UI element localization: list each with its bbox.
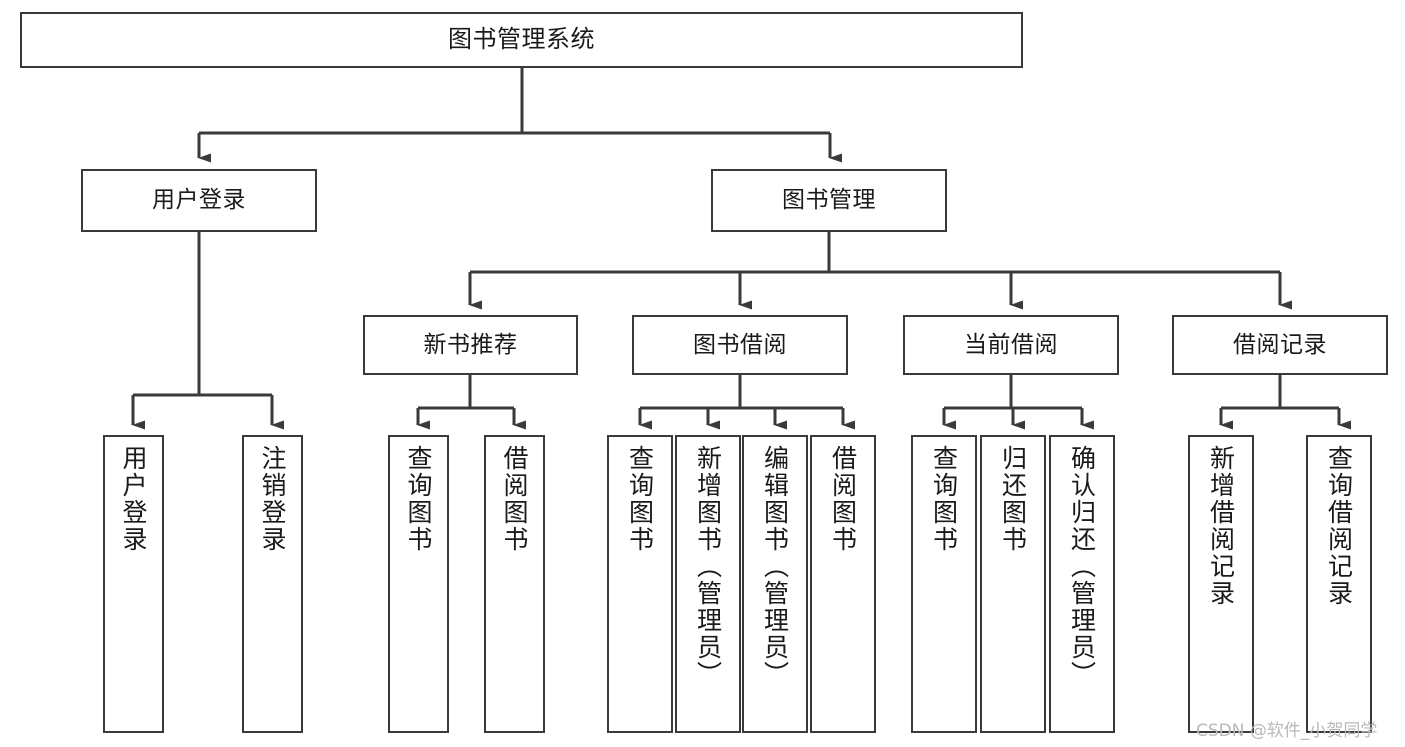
node-leaf-add-record-label: 新增借阅记录 xyxy=(1206,445,1236,607)
node-leaf-user-logout[interactable]: 注销登录 xyxy=(242,435,303,733)
node-leaf-confirm-return[interactable]: 确认归还（管理员） xyxy=(1049,435,1115,733)
node-leaf-return-book[interactable]: 归还图书 xyxy=(980,435,1046,733)
node-leaf-user-login-label: 用户登录 xyxy=(119,445,148,553)
node-leaf-add-book-label: 新增图书（管理员） xyxy=(693,445,723,688)
node-root[interactable]: 图书管理系统 xyxy=(20,12,1023,68)
node-borrow-record[interactable]: 借阅记录 xyxy=(1172,315,1388,375)
node-leaf-query-book-2[interactable]: 查询图书 xyxy=(607,435,673,733)
node-leaf-edit-book-label: 编辑图书（管理员） xyxy=(760,445,790,688)
node-leaf-borrow-book-1[interactable]: 借阅图书 xyxy=(484,435,545,733)
node-leaf-user-login[interactable]: 用户登录 xyxy=(103,435,164,733)
node-new-book-recommend-label: 新书推荐 xyxy=(423,331,518,358)
node-new-book-recommend[interactable]: 新书推荐 xyxy=(363,315,578,375)
csdn-watermark: CSDN @软件_小贺同学 xyxy=(1196,721,1378,741)
node-leaf-query-record[interactable]: 查询借阅记录 xyxy=(1306,435,1372,733)
node-book-borrow-label: 图书借阅 xyxy=(693,331,787,358)
node-leaf-confirm-return-label: 确认归还（管理员） xyxy=(1067,445,1097,688)
node-leaf-query-book-1-label: 查询图书 xyxy=(404,445,433,553)
node-leaf-add-book[interactable]: 新增图书（管理员） xyxy=(675,435,741,733)
node-root-label: 图书管理系统 xyxy=(448,25,595,54)
node-leaf-borrow-book-2-label: 借阅图书 xyxy=(828,445,858,553)
node-borrow-record-label: 借阅记录 xyxy=(1233,331,1327,358)
node-leaf-borrow-book-1-label: 借阅图书 xyxy=(500,445,529,553)
node-leaf-user-logout-label: 注销登录 xyxy=(258,445,287,553)
node-book-borrow[interactable]: 图书借阅 xyxy=(632,315,848,375)
node-current-borrow-label: 当前借阅 xyxy=(964,331,1058,358)
node-leaf-add-record[interactable]: 新增借阅记录 xyxy=(1188,435,1254,733)
node-leaf-borrow-book-2[interactable]: 借阅图书 xyxy=(810,435,876,733)
node-user-login-label: 用户登录 xyxy=(152,187,246,214)
node-leaf-return-book-label: 归还图书 xyxy=(998,445,1028,553)
node-book-manage-label: 图书管理 xyxy=(782,187,876,214)
node-leaf-query-book-3-label: 查询图书 xyxy=(929,445,959,553)
node-user-login[interactable]: 用户登录 xyxy=(81,169,317,232)
node-leaf-query-book-2-label: 查询图书 xyxy=(625,445,655,553)
node-leaf-edit-book[interactable]: 编辑图书（管理员） xyxy=(742,435,808,733)
node-leaf-query-book-1[interactable]: 查询图书 xyxy=(388,435,449,733)
node-book-manage[interactable]: 图书管理 xyxy=(711,169,947,232)
node-leaf-query-record-label: 查询借阅记录 xyxy=(1324,445,1354,607)
node-current-borrow[interactable]: 当前借阅 xyxy=(903,315,1119,375)
node-leaf-query-book-3[interactable]: 查询图书 xyxy=(911,435,977,733)
